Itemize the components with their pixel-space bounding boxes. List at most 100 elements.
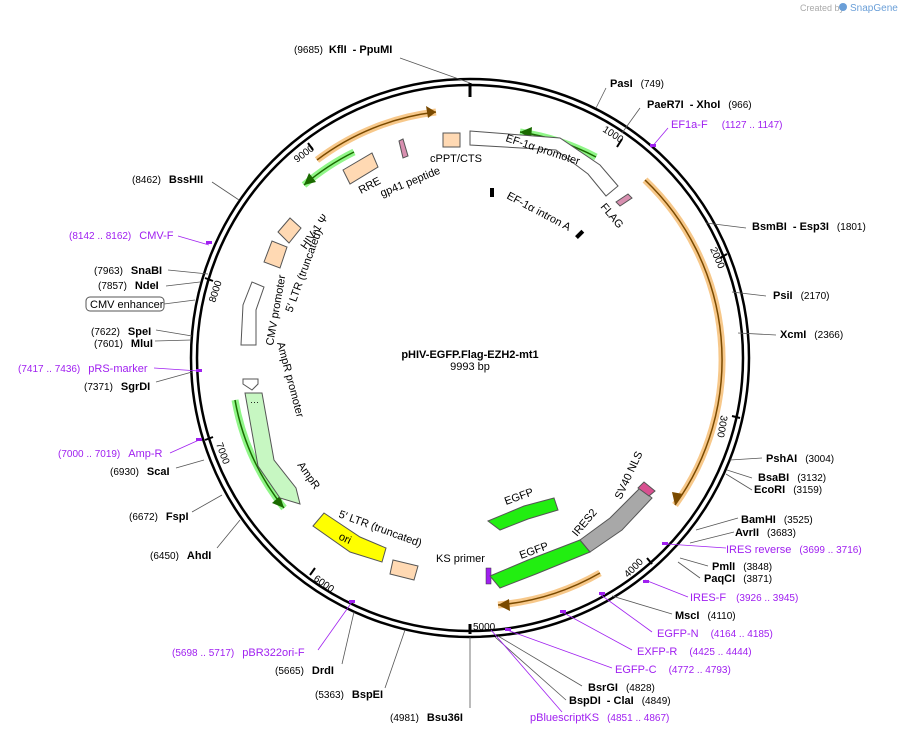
enzyme-label[interactable]: (7601)MluI: [94, 338, 153, 350]
enzyme-label[interactable]: (6450)AhdI: [150, 550, 211, 562]
flag-feature[interactable]: [615, 193, 633, 207]
primer-label[interactable]: IRES reverse(3699 .. 3716): [726, 544, 862, 556]
enzyme-label[interactable]: (9685)KflI- PpuMI: [294, 44, 392, 56]
ltr5-top-box[interactable]: [263, 240, 288, 269]
gene-arrowhead: [272, 496, 284, 508]
hiv-psi-box[interactable]: [277, 217, 302, 244]
gp41-feature[interactable]: [398, 138, 409, 159]
cppt-box[interactable]: [442, 132, 461, 148]
enzyme-label[interactable]: (7963)SnaBI: [94, 265, 162, 277]
enzyme-label[interactable]: (4981)Bsu36I: [390, 712, 463, 724]
ampr-arrow[interactable]: [244, 392, 301, 505]
primer-label[interactable]: EF1a-F(1127 .. 1147): [671, 119, 782, 131]
enzyme-label[interactable]: PshAI(3004): [766, 453, 834, 465]
ef1a-promoter-arrow[interactable]: [469, 130, 619, 197]
enzyme-label[interactable]: PaeR7I- XhoI(966): [647, 99, 752, 111]
primer-label[interactable]: EXFP-R(4425 .. 4444): [637, 646, 752, 658]
enzyme-label[interactable]: PsiI(2170): [773, 290, 829, 302]
cmv-promoter-arrow[interactable]: [240, 281, 265, 346]
sv40-nls-feature[interactable]: [637, 481, 656, 497]
cppt-label: cPPT/CTS: [430, 153, 482, 165]
egfp-top-arrow[interactable]: [487, 497, 559, 531]
tick-label: 7000: [213, 441, 231, 466]
rre-box[interactable]: [342, 152, 379, 185]
primer-label[interactable]: (7417 .. 7436)pRS-marker: [18, 363, 148, 375]
enzyme-labels: (9685)KflI- PpuMI PasI(749) PaeR7I- XhoI…: [84, 44, 866, 724]
tick-mark: [731, 415, 741, 419]
enzyme-label[interactable]: MscI(4110): [675, 610, 736, 622]
credit-prefix: Created by: [800, 3, 845, 13]
enzyme-label[interactable]: (5363)BspEI: [315, 689, 383, 701]
enzyme-label[interactable]: (8462)BssHII: [132, 174, 203, 186]
tick-label: 5000: [473, 622, 496, 633]
ltr5-bottom-box[interactable]: [389, 559, 419, 581]
enzyme-label[interactable]: XcmI(2366): [780, 329, 843, 341]
enzyme-label[interactable]: (7622)SpeI: [91, 326, 151, 338]
tick-mark: [309, 567, 316, 576]
enzyme-label[interactable]: (6672)FspI: [129, 511, 189, 523]
leader-lines: [154, 57, 777, 708]
intron-mark-left: [490, 188, 494, 197]
amp-promoter-label: AmpR promoter: [274, 341, 306, 419]
primer-label[interactable]: (5698 .. 5717)pBR322ori-F: [172, 647, 305, 659]
rre-label: RRE: [357, 175, 383, 197]
primer-marks: [196, 144, 668, 631]
cmv-enhancer-box[interactable]: [85, 296, 165, 312]
primer-label[interactable]: (7000 .. 7019)Amp-R: [58, 448, 163, 460]
tick-mark: [307, 142, 314, 151]
primer-label[interactable]: IRES-F(3926 .. 3945): [690, 592, 798, 604]
tick-label: 1000: [600, 124, 625, 146]
enzyme-label[interactable]: PasI(749): [610, 78, 664, 90]
orf-arrowhead: [672, 492, 683, 505]
ori-arrow[interactable]: [312, 512, 387, 563]
primer-label[interactable]: EGFP-N(4164 .. 4185): [657, 628, 773, 640]
orf-arrowhead: [498, 599, 510, 611]
credit-brand: SnapGene: [850, 3, 898, 14]
amp-promoter-arrow[interactable]: [242, 378, 259, 391]
tick-mark: [616, 138, 623, 148]
enzyme-label[interactable]: (6930)ScaI: [110, 466, 170, 478]
orf-arrowhead: [426, 106, 436, 118]
enzyme-label[interactable]: BsmBI- Esp3I(1801): [752, 221, 866, 233]
primer-label[interactable]: (8142 .. 8162)CMV-F: [69, 230, 174, 242]
primer-labels: EF1a-F(1127 .. 1147) IRES reverse(3699 .…: [18, 119, 862, 724]
enzyme-label[interactable]: BsrGI(4828): [588, 682, 655, 694]
enzyme-label[interactable]: PaqCI(3871): [704, 573, 772, 585]
tick-mark: [204, 436, 214, 441]
tick-label: 2000: [707, 246, 726, 271]
enzyme-label[interactable]: (7371)SgrDI: [84, 381, 150, 393]
enzyme-label[interactable]: (5665)DrdI: [275, 665, 334, 677]
ks-primer-label: KS primer: [436, 553, 485, 565]
ef1a-intron-label: EF-1α intron A: [505, 190, 574, 234]
snapgene-logo-icon: [839, 3, 847, 11]
enzyme-label[interactable]: AvrII(3683): [735, 527, 796, 539]
primer-label[interactable]: EGFP-C(4772 .. 4793): [615, 664, 731, 676]
enzyme-label[interactable]: PmlI(3848): [712, 561, 772, 573]
ampr-dots: ···: [250, 397, 259, 407]
primer-leaders: [153, 127, 727, 713]
orf-arcs: [314, 106, 726, 611]
orf-arc-top-left: [314, 108, 437, 163]
gene-arrowhead: [304, 173, 316, 185]
ori-label: ori: [337, 531, 353, 547]
orf-arc-line: [644, 179, 723, 506]
primer-label[interactable]: pBluescriptKS(4851 .. 4867): [530, 712, 669, 724]
orf-arc-line: [316, 111, 437, 161]
gene-arc-line: [234, 399, 285, 509]
ires2-arrow[interactable]: [579, 487, 653, 553]
tick-label: 8000: [207, 279, 224, 304]
tick-mark: [646, 557, 653, 565]
intron-mark-right: [575, 229, 585, 239]
cmv-enhancer-label: CMV enhancer: [90, 299, 164, 311]
enzyme-label[interactable]: BsaBI(3132): [758, 472, 826, 484]
enzyme-label[interactable]: EcoRI(3159): [754, 484, 822, 496]
enzyme-label[interactable]: BspDI- ClaI(4849): [569, 695, 671, 707]
ampr-label: AmpR: [295, 460, 322, 492]
tick-mark: [204, 277, 214, 282]
enzyme-label[interactable]: (7857)NdeI: [98, 280, 159, 292]
enzyme-label[interactable]: BamHI(3525): [741, 514, 813, 526]
tick-label: 6000: [311, 573, 336, 595]
gp41-label: gp41 peptide: [379, 165, 442, 200]
